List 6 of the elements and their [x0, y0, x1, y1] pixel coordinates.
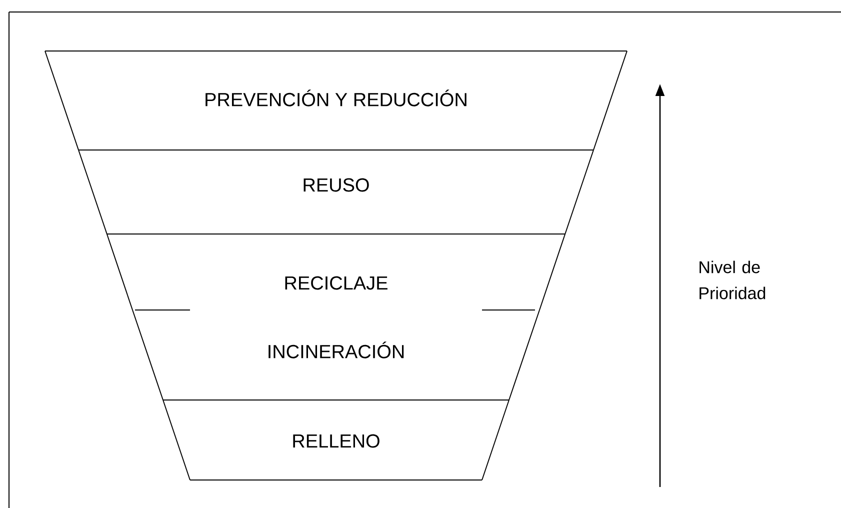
funnel-band: RELLENO: [162, 400, 510, 480]
funnel-band: INCINERACIÓN: [132, 309, 540, 400]
funnel-band: REUSO: [78, 150, 594, 234]
funnel-band: PREVENCIÓN Y REDUCCIÓN: [44, 50, 628, 150]
axis-label: Nivel de Prioridad: [700, 260, 766, 300]
funnel-band: RECICLAJE: [106, 234, 566, 310]
